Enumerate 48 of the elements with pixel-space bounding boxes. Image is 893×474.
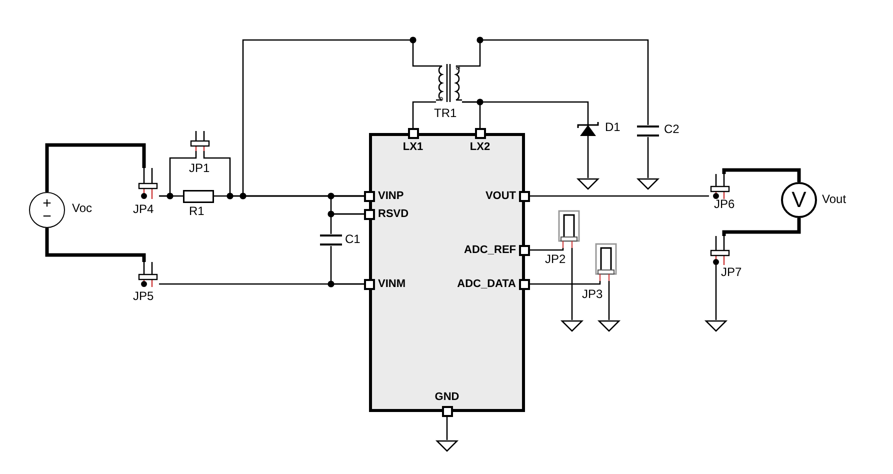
meter-letter: V	[792, 189, 806, 211]
component-label: R1	[189, 205, 204, 217]
pin-label: RSVD	[378, 208, 409, 220]
wire	[45, 143, 146, 192]
component-label: JP6	[714, 198, 735, 210]
pin-label: VINP	[378, 190, 404, 202]
component-label: JP4	[133, 203, 154, 215]
wire	[330, 213, 364, 234]
component-label: JP5	[133, 290, 154, 302]
wire	[571, 248, 573, 320]
wire	[462, 39, 649, 125]
pin-label: ADC_DATA	[457, 278, 516, 290]
component-label: JP3	[582, 288, 603, 300]
wire	[462, 101, 589, 118]
component-label: Voc	[72, 202, 92, 214]
wire	[159, 283, 364, 285]
component-label: C2	[664, 123, 680, 135]
wire	[242, 39, 436, 197]
wire	[722, 218, 801, 236]
wire	[608, 281, 610, 320]
component-label: TR1	[434, 107, 457, 119]
wire	[715, 265, 717, 320]
pin-label: VINM	[378, 278, 406, 290]
wire	[45, 228, 146, 262]
polarity-sign: −	[42, 210, 52, 223]
wire	[722, 168, 801, 182]
component-label: D1	[605, 121, 620, 133]
pin-label: LX1	[402, 142, 424, 153]
pin-label: GND	[434, 392, 460, 403]
component-label: C1	[345, 233, 360, 245]
wire	[587, 142, 589, 178]
voltmeter-symbol	[781, 182, 817, 218]
pin-label: LX2	[470, 142, 490, 153]
wire	[412, 101, 436, 128]
component-label: JP1	[189, 162, 210, 174]
wire	[530, 248, 564, 251]
pin-label: ADC_REF	[464, 244, 516, 256]
component-label: Vout	[822, 193, 846, 205]
pin-label: VOUT	[485, 190, 516, 202]
component-label: JP7	[721, 266, 742, 278]
component-label: JP2	[545, 253, 566, 265]
voltage-source-symbol	[29, 192, 65, 228]
wire	[530, 195, 709, 197]
wire	[647, 137, 649, 178]
wire	[530, 281, 601, 285]
wire	[446, 417, 448, 440]
wire	[159, 151, 197, 197]
polarity-sign: +	[42, 197, 52, 210]
